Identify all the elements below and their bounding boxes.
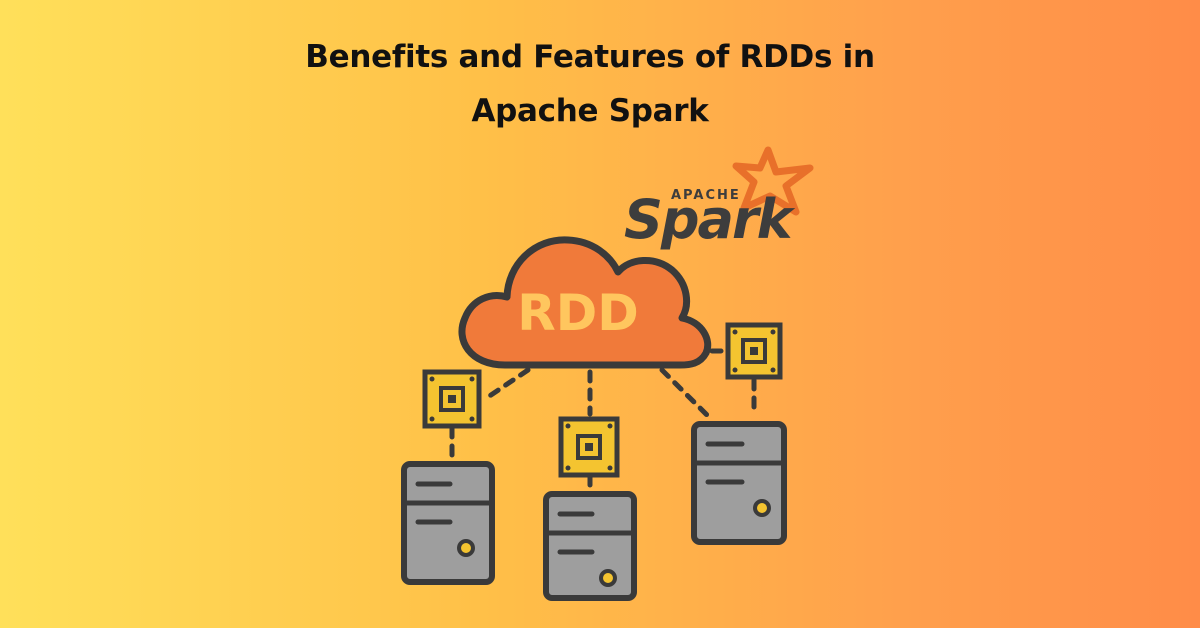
spark-logo: APACHE Spark [624, 146, 814, 251]
connector-cloud-server-right [659, 367, 715, 423]
connector-cloud-chip-left [485, 367, 531, 400]
server-icon [401, 461, 495, 585]
server-led [457, 539, 475, 557]
logo-spark-text: Spark [624, 188, 796, 251]
star-icon [732, 146, 814, 216]
chip-icon [558, 416, 620, 478]
title-line-1: Benefits and Features of RDDs in [305, 39, 875, 75]
cloud-icon: RDD [458, 236, 712, 369]
chip-icon [422, 369, 482, 429]
server-led [599, 569, 617, 587]
chip-icon [725, 322, 783, 380]
server-icon [691, 421, 787, 545]
logo-apache-text: APACHE [671, 188, 741, 203]
server-led [753, 499, 771, 517]
server-icon [543, 491, 637, 601]
title-line-2: Apache Spark [471, 93, 709, 129]
page-title: Benefits and Features of RDDs in Apache … [0, 30, 1180, 138]
cloud-label: RDD [517, 284, 639, 342]
connectors [449, 348, 757, 497]
